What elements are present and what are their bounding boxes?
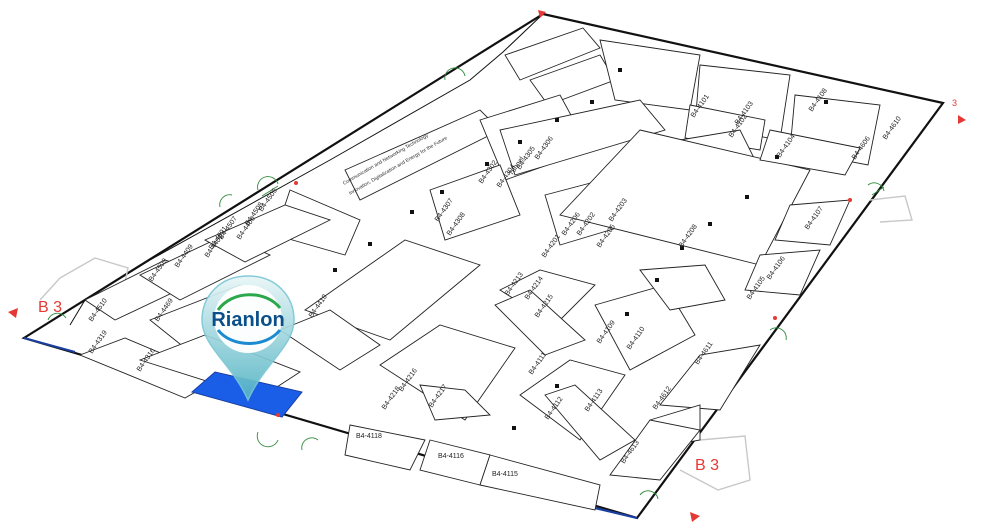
door (257, 176, 279, 197)
booth-block (344, 424, 426, 471)
booth-block (279, 309, 381, 371)
booth-label: B4-4118 (356, 433, 382, 440)
hall-label-right: B 3 (695, 457, 719, 474)
annex-top-right (869, 195, 913, 223)
door (47, 312, 67, 321)
booth-label: B4-4111 (528, 351, 548, 376)
booth-label: B4-4116 (438, 453, 464, 460)
booth-block (203, 204, 332, 263)
booth-block (744, 249, 821, 296)
booth-label: B4-4610 (882, 115, 903, 141)
door (769, 327, 787, 341)
booth-block (499, 99, 666, 176)
exhibitor-location-pin[interactable]: Rianlon (196, 272, 300, 404)
logo-arc-top (216, 293, 282, 311)
booth-block (429, 164, 521, 241)
entrance-edge-left (23, 336, 76, 354)
door (256, 431, 319, 451)
booth-block (639, 264, 726, 311)
door (444, 67, 466, 81)
booth-block (759, 129, 861, 176)
door (639, 490, 659, 500)
doors (47, 67, 885, 500)
booth-label: B4-4115 (492, 471, 518, 478)
booth-block (599, 39, 701, 111)
annex-right (679, 435, 751, 491)
booth-block (419, 439, 491, 486)
booth-label: B4-4201 (541, 233, 562, 259)
booth-block (659, 344, 761, 411)
booth-block (504, 27, 601, 81)
pin-badge (214, 285, 282, 353)
booth-block (609, 419, 701, 481)
entrance-edge-bottom (594, 506, 638, 520)
booth-blocks (78, 27, 881, 511)
emergency-markers (8, 10, 966, 522)
booth-block (419, 384, 491, 421)
door (867, 182, 885, 196)
brand-logo-text: Rianlon (211, 309, 284, 331)
hall-label-left: B 3 (38, 299, 62, 316)
door (219, 194, 233, 208)
pillars (333, 68, 828, 430)
logo-arc-bottom (216, 328, 282, 345)
hall-label-top-right: 3 (952, 98, 957, 108)
booth-block-large (304, 239, 481, 341)
booth-block (494, 289, 586, 356)
booth-block (774, 199, 851, 246)
booth-block (479, 454, 601, 511)
